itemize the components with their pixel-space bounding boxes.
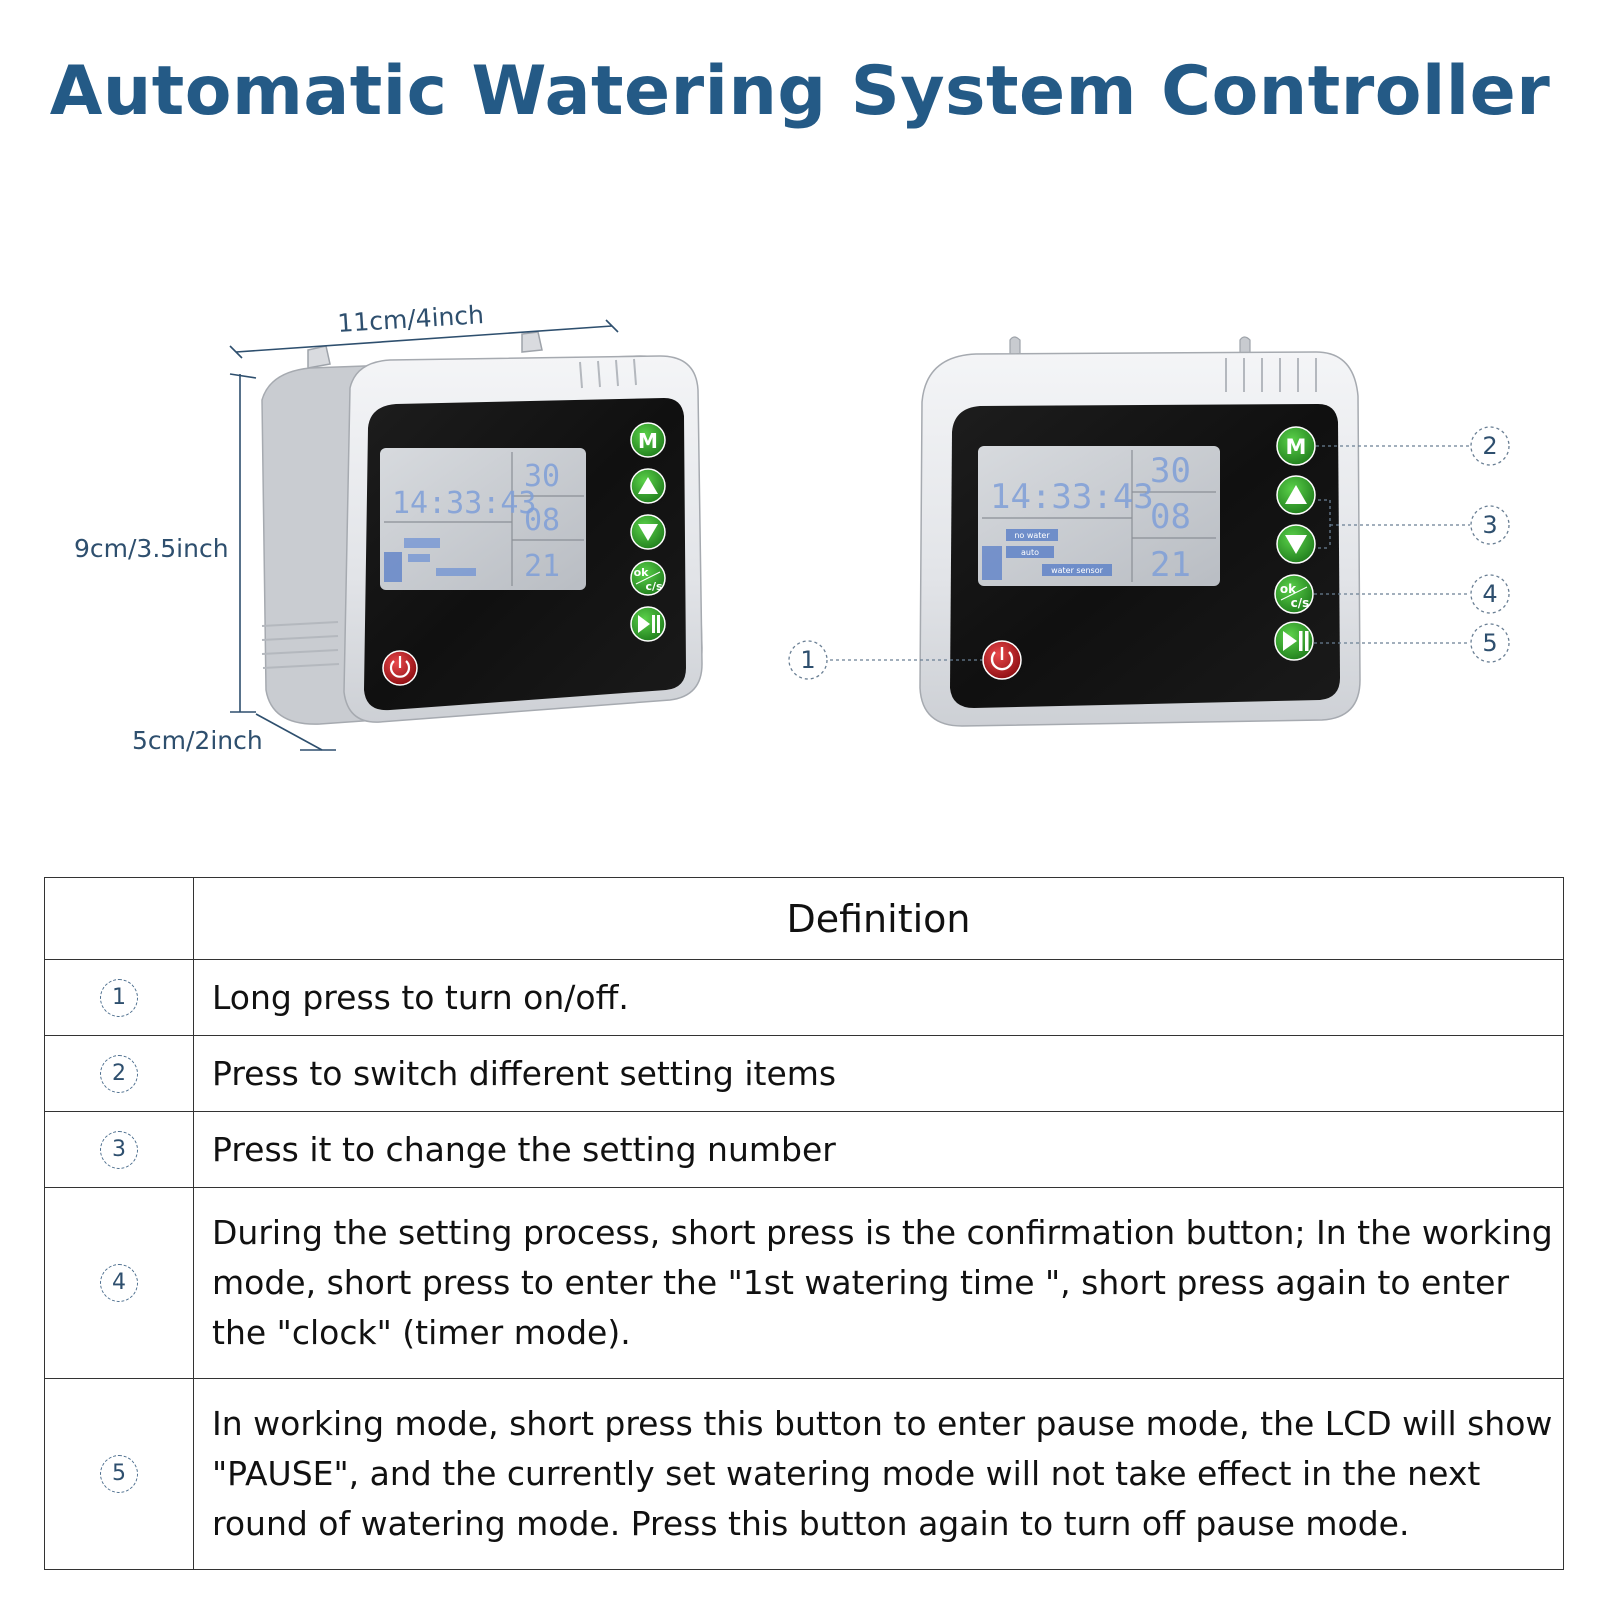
table-row: 5 In working mode, short press this butt… bbox=[44, 1378, 1564, 1570]
callout-5: 5 bbox=[1470, 623, 1510, 663]
svg-text:4: 4 bbox=[1482, 580, 1497, 608]
lcd-value-3: 21 bbox=[524, 549, 560, 584]
table-header-row: Definition bbox=[44, 877, 1564, 960]
svg-text:ok: ok bbox=[1280, 582, 1297, 596]
depth-dimension: 5cm/2inch bbox=[132, 726, 263, 755]
left-play-pause-button bbox=[630, 606, 666, 642]
right-mode-button: M bbox=[1276, 426, 1316, 466]
row-description: During the setting process, short press … bbox=[193, 1187, 1564, 1379]
width-dimension: 11cm/4inch bbox=[337, 300, 485, 338]
lcd-value-1: 30 bbox=[524, 459, 560, 494]
lcd-value-1-right: 30 bbox=[1150, 451, 1191, 491]
dimension-lines bbox=[229, 319, 619, 751]
lcd-value-2: 08 bbox=[524, 503, 560, 538]
svg-text:5: 5 bbox=[1482, 629, 1497, 657]
row-description: Press it to change the setting number bbox=[193, 1111, 1564, 1188]
row-number-badge: 2 bbox=[100, 1054, 138, 1093]
row-number-badge: 1 bbox=[100, 978, 138, 1017]
svg-text:2: 2 bbox=[1482, 432, 1497, 460]
callout-4: 4 bbox=[1470, 574, 1510, 614]
svg-text:M: M bbox=[638, 429, 658, 453]
right-play-pause-button bbox=[1274, 621, 1314, 661]
page-title: Automatic Watering System Controller bbox=[49, 52, 1551, 131]
left-mode-button: M bbox=[630, 422, 666, 458]
row-number-badge: 4 bbox=[100, 1264, 138, 1302]
svg-text:1: 1 bbox=[800, 646, 815, 674]
lcd-value-2-right: 08 bbox=[1150, 497, 1191, 537]
right-device: 14:33:43 30 08 21 no water auto water se… bbox=[788, 336, 1510, 727]
callout-1: 1 bbox=[788, 640, 828, 680]
svg-text:c/s: c/s bbox=[1291, 596, 1310, 610]
callout-lines bbox=[830, 445, 1470, 661]
row-number-badge: 3 bbox=[100, 1130, 138, 1169]
right-down-button bbox=[1276, 524, 1316, 564]
callout-3: 3 bbox=[1470, 505, 1510, 545]
row-description: Long press to turn on/off. bbox=[193, 959, 1564, 1036]
table-header-definition: Definition bbox=[193, 877, 1564, 960]
left-power-button bbox=[382, 650, 418, 686]
table-row: 4 During the setting process, short pres… bbox=[44, 1187, 1564, 1379]
svg-text:ok: ok bbox=[634, 566, 650, 579]
left-ok-button: ok c/s bbox=[630, 560, 666, 596]
svg-text:M: M bbox=[1286, 435, 1307, 459]
table-header-blank bbox=[44, 877, 194, 960]
lcd-value-3-right: 21 bbox=[1150, 545, 1191, 585]
row-description: In working mode, short press this button… bbox=[193, 1378, 1564, 1570]
right-up-button bbox=[1276, 475, 1316, 515]
lcd-label-no-water: no water bbox=[1014, 531, 1050, 540]
svg-text:3: 3 bbox=[1482, 511, 1497, 539]
left-up-button bbox=[630, 468, 666, 504]
callout-2: 2 bbox=[1470, 426, 1510, 466]
left-device: 14:33:43 30 08 21 M ok c/s bbox=[74, 300, 703, 755]
svg-text:c/s: c/s bbox=[645, 580, 663, 593]
lcd-clock: 14:33:43 bbox=[392, 486, 537, 521]
lcd-label-auto: auto bbox=[1021, 548, 1039, 557]
table-row: 3 Press it to change the setting number bbox=[44, 1111, 1564, 1188]
row-number-badge: 5 bbox=[100, 1455, 138, 1493]
product-illustrations: 14:33:43 30 08 21 M ok c/s bbox=[74, 300, 1510, 755]
table-row: 1 Long press to turn on/off. bbox=[44, 959, 1564, 1036]
right-power-button bbox=[982, 640, 1022, 680]
left-down-button bbox=[630, 514, 666, 550]
lcd-clock-right: 14:33:43 bbox=[990, 477, 1154, 517]
definition-table: Definition 1 Long press to turn on/off. … bbox=[44, 877, 1564, 1570]
row-description: Press to switch different setting items bbox=[193, 1035, 1564, 1112]
right-ok-button: ok c/s bbox=[1274, 574, 1314, 614]
lcd-label-water-sensor: water sensor bbox=[1051, 566, 1104, 575]
height-dimension: 9cm/3.5inch bbox=[74, 534, 229, 563]
table-row: 2 Press to switch different setting item… bbox=[44, 1035, 1564, 1112]
